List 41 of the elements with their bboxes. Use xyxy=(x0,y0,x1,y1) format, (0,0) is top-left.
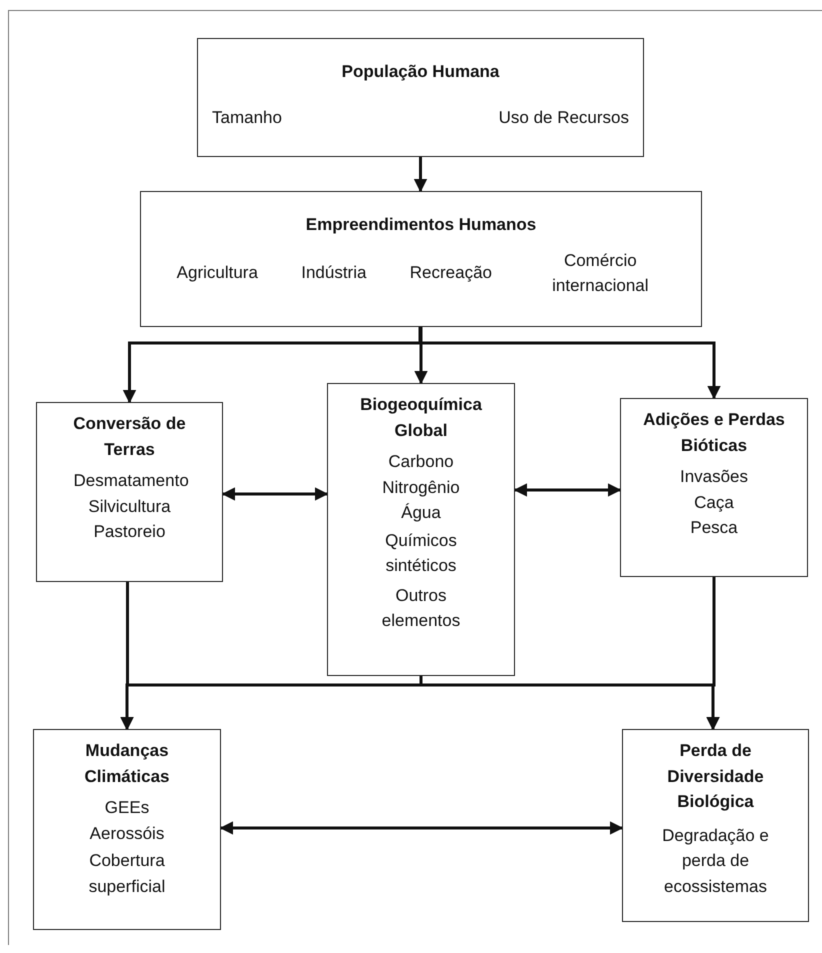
box-heading: Empreendimentos Humanos xyxy=(306,214,536,236)
item-text: Carbono xyxy=(388,451,454,473)
concept-box xyxy=(622,729,809,922)
item-text: Pesca xyxy=(690,517,738,539)
item-text: Aerossóis xyxy=(90,822,164,844)
box-heading: População Humana xyxy=(342,61,500,83)
item-text: Caça xyxy=(694,492,734,514)
arrow xyxy=(414,157,428,192)
box-heading: Adições e Perdas Bióticas xyxy=(642,409,786,456)
concept-box xyxy=(197,38,644,157)
arrow xyxy=(220,821,624,835)
arrow xyxy=(414,327,428,384)
item-text: Uso de Recursos xyxy=(498,106,629,128)
item-text: Outros elementos xyxy=(380,584,462,632)
arrow xyxy=(418,327,721,400)
concept-box xyxy=(36,402,223,582)
concept-box xyxy=(33,729,221,930)
item-text: Nitrogênio xyxy=(382,476,460,498)
item-text: Degradação e perda de ecossistemas xyxy=(661,824,770,898)
item-text: Indústria xyxy=(301,262,366,284)
box-heading: Biogeoquímica Global xyxy=(359,394,483,442)
item-text: Invasões xyxy=(680,466,748,488)
item-text: Comércio internacional xyxy=(551,250,650,297)
item-text: Recreação xyxy=(410,262,492,284)
box-heading: Mudanças Climáticas xyxy=(83,740,171,788)
item-text: GEEs xyxy=(104,797,150,819)
item-text: Pastoreio xyxy=(94,521,166,543)
concept-box xyxy=(620,398,808,577)
concept-box xyxy=(140,191,702,327)
item-text: Tamanho xyxy=(212,106,282,128)
arrow xyxy=(514,483,622,497)
item-text: Agricultura xyxy=(176,262,258,284)
item-text: Silvicultura xyxy=(88,496,171,518)
item-text: Cobertura superficial xyxy=(88,850,166,898)
box-heading: Conversão de Terras xyxy=(72,413,187,460)
arrow xyxy=(706,577,720,730)
arrow xyxy=(222,487,328,501)
box-heading: Perda de Diversidade Biológica xyxy=(666,740,765,813)
item-text: Químicos sintéticos xyxy=(384,530,458,577)
concept-box xyxy=(327,383,515,676)
item-text: Água xyxy=(401,502,441,524)
